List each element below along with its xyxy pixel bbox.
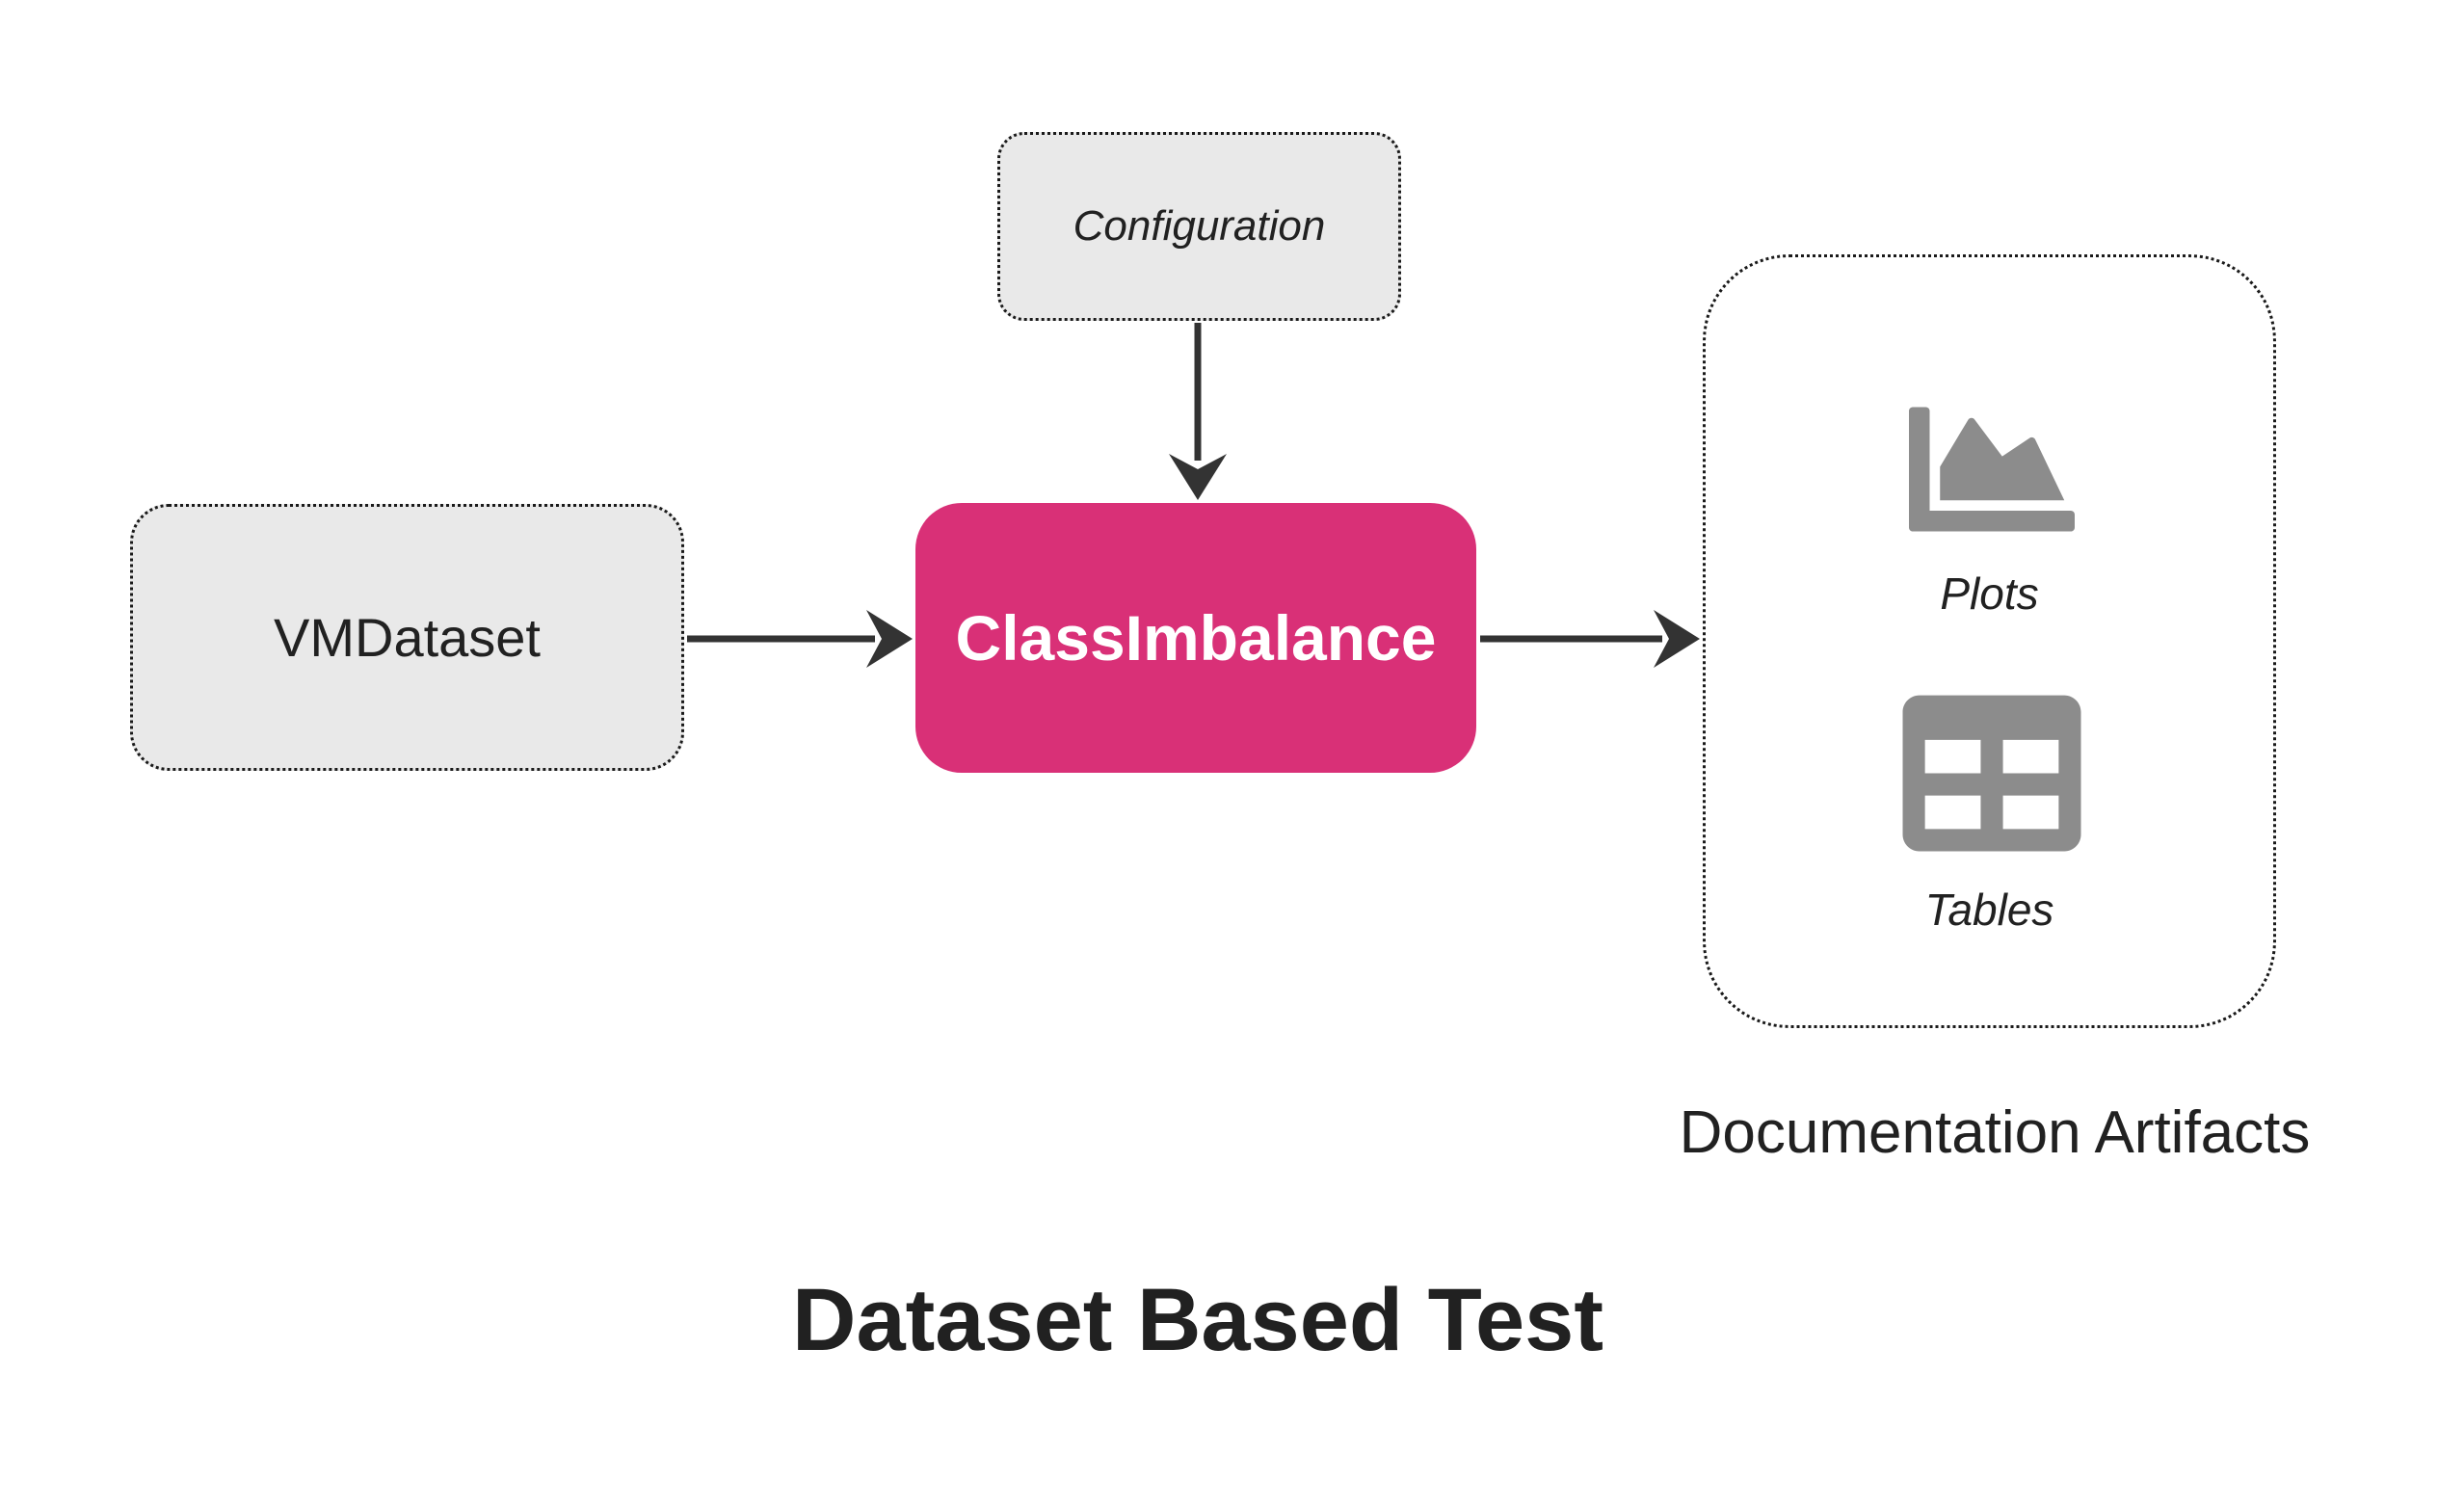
- area-chart-icon: [1883, 386, 2101, 552]
- plots-label: Plots: [1940, 568, 2039, 619]
- vmdataset-node: VMDataset: [130, 504, 684, 771]
- arrow-configuration-to-classimbalance: [1169, 323, 1227, 500]
- documentation-artifacts-group: Plots Tables: [1703, 254, 2276, 1028]
- classimbalance-label: ClassImbalance: [955, 602, 1437, 674]
- vmdataset-label: VMDataset: [274, 607, 541, 668]
- configuration-label: Configuration: [1073, 202, 1326, 250]
- arrow-classimbalance-to-artifacts: [1480, 610, 1700, 668]
- documentation-artifacts-caption: Documentation Artifacts: [1679, 1099, 2311, 1166]
- diagram-title: Dataset Based Test: [792, 1271, 1603, 1369]
- tables-label: Tables: [1924, 885, 2054, 935]
- configuration-node: Configuration: [997, 132, 1401, 321]
- arrow-vmdataset-to-classimbalance: [687, 610, 913, 668]
- table-grid-icon: [1892, 684, 2092, 862]
- classimbalance-node: ClassImbalance: [915, 503, 1476, 773]
